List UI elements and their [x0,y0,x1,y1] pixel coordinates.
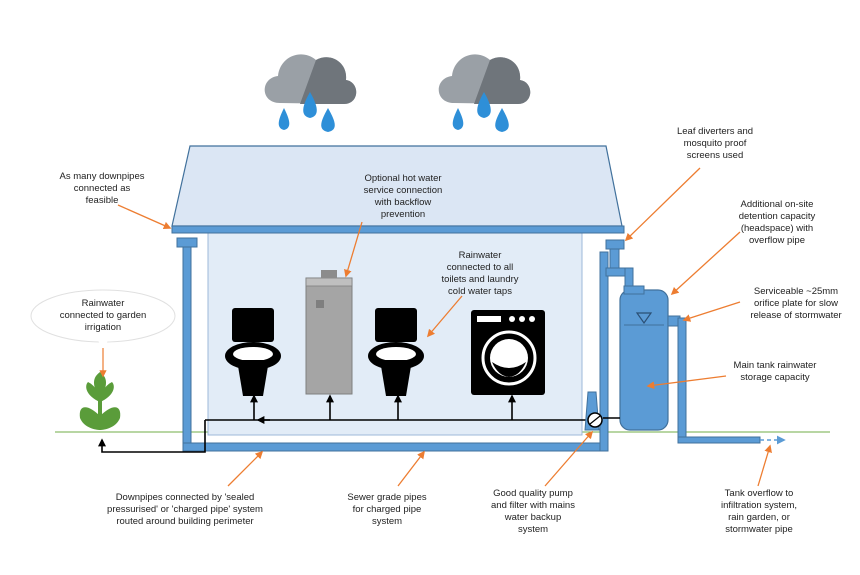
label-sealed-pipes: Downpipes connected by 'sealed pressuris… [107,492,263,527]
label-hot-water: Optional hot water service connection wi… [363,173,443,220]
overflow-pipe [667,315,761,444]
rain-cloud-icon [438,54,531,132]
toilet-icon [225,308,281,396]
label-overflow: Tank overflow to infiltration system, ra… [720,488,798,535]
toilet-icon [368,308,424,396]
label-garden: Rainwater connected to garden irrigation [59,298,147,333]
water-heater-icon [305,270,353,395]
label-pump: Good quality pump and filter with mains … [491,488,575,535]
callout-arrows [117,167,772,487]
label-detention: Additional on-site detention capacity (h… [738,199,816,246]
label-sewer-pipes: Sewer grade pipes for charged pipe syste… [347,492,427,527]
roof-gutter [171,225,625,234]
label-orifice: Serviceable ~25mm orifice plate for slow… [750,286,842,321]
label-main-tank: Main tank rainwater storage capacity [733,360,817,383]
label-toilets: Rainwater connected to all toilets and l… [441,250,519,297]
label-downpipes-many: As many downpipes connected as feasible [59,171,145,206]
washing-machine-icon [471,310,545,395]
label-leaf-diverters: Leaf diverters and mosquito proof screen… [676,126,754,161]
garden-callout-bubble [30,289,176,348]
rain-cloud-icon [264,54,357,132]
pump-icon [584,391,603,431]
tank-icon [619,285,669,431]
plant-icon [79,372,121,430]
